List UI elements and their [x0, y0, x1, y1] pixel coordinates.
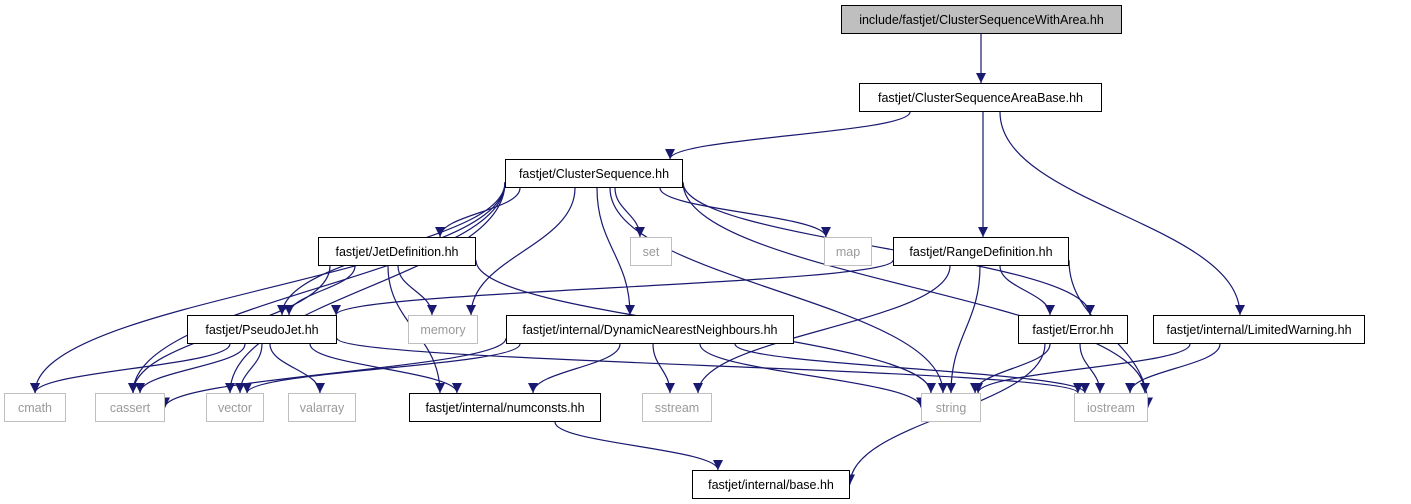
- edge-cs-to-dnn: [596, 187, 635, 316]
- edge-cs-to-set: [614, 187, 645, 238]
- edge-cs-to-iostream: [682, 182, 1150, 394]
- node-set: set: [630, 237, 672, 266]
- node-dynamicnearestneighbours[interactable]: fastjet/internal/DynamicNearestNeighbour…: [506, 315, 794, 344]
- edge-cs-to-cmath: [30, 182, 506, 394]
- node-clustersequence[interactable]: fastjet/ClusterSequence.hh: [505, 159, 683, 188]
- edge-jetdef-to-pseudojet: [284, 265, 356, 316]
- edge-numconsts-to-base: [554, 421, 723, 471]
- edge-cs-to-jetdef: [435, 187, 521, 238]
- edge-pseudojet-to-iostream: [336, 337, 1083, 394]
- edge-cs-to-vector: [225, 182, 506, 394]
- node-cassert: cassert: [95, 393, 165, 422]
- node-cmath: cmath: [4, 393, 66, 422]
- edge-csab-to-limwarn: [999, 111, 1245, 316]
- edge-dnn-to-vector: [242, 343, 521, 394]
- edge-dnn-to-iostream: [734, 343, 1090, 394]
- node-sstream: sstream: [642, 393, 712, 422]
- node-clustersequenceareabase[interactable]: fastjet/ClusterSequenceAreaBase.hh: [859, 83, 1102, 112]
- edge-cs-to-string: [609, 187, 948, 394]
- node-base[interactable]: fastjet/internal/base.hh: [692, 470, 850, 499]
- node-iostream: iostream: [1074, 393, 1148, 422]
- edge-pseudojet-to-valarray: [269, 343, 325, 394]
- edge-rangedef-to-sstream: [693, 265, 951, 394]
- edge-dnn-to-sstream: [652, 343, 675, 394]
- edge-rangedef-to-error: [999, 265, 1055, 316]
- node-string: string: [921, 393, 981, 422]
- edge-cs-to-memory: [466, 187, 576, 316]
- node-map: map: [824, 237, 872, 266]
- node-error[interactable]: fastjet/Error.hh: [1018, 315, 1128, 344]
- node-root-header[interactable]: include/fastjet/ClusterSequenceWithArea.…: [841, 5, 1122, 34]
- edge-dnn-to-string: [699, 343, 926, 408]
- edge-pseudojet-to-cassert: [135, 343, 246, 394]
- edge-error-to-iostream: [1079, 343, 1105, 394]
- edge-rangedef-to-string: [946, 265, 981, 394]
- edge-pseudojet-to-vector: [235, 343, 263, 394]
- edge-pseudojet-to-cmath: [30, 343, 231, 394]
- edge-limwarn-to-iostream: [1125, 343, 1221, 394]
- edge-csab-to-cs: [665, 111, 911, 160]
- node-jetdefinition[interactable]: fastjet/JetDefinition.hh: [318, 237, 476, 266]
- edge-limwarn-to-string: [973, 343, 1191, 394]
- edge-dnn-to-numconsts: [528, 343, 621, 394]
- edge-jetdef-to-memory: [397, 265, 437, 316]
- node-pseudojet[interactable]: fastjet/PseudoJet.hh: [187, 315, 337, 344]
- edge-rangedef-to-pseudojet: [331, 259, 894, 316]
- edge-cs-to-map: [659, 187, 831, 238]
- node-memory: memory: [408, 315, 478, 344]
- node-limitedwarning[interactable]: fastjet/internal/LimitedWarning.hh: [1153, 315, 1365, 344]
- edge-cs-to-error: [682, 182, 1095, 316]
- edge-dnn-to-cassert: [160, 338, 507, 408]
- node-rangedefinition[interactable]: fastjet/RangeDefinition.hh: [893, 237, 1069, 266]
- node-numconsts[interactable]: fastjet/internal/numconsts.hh: [409, 393, 601, 422]
- node-vector: vector: [206, 393, 264, 422]
- node-valarray: valarray: [288, 393, 356, 422]
